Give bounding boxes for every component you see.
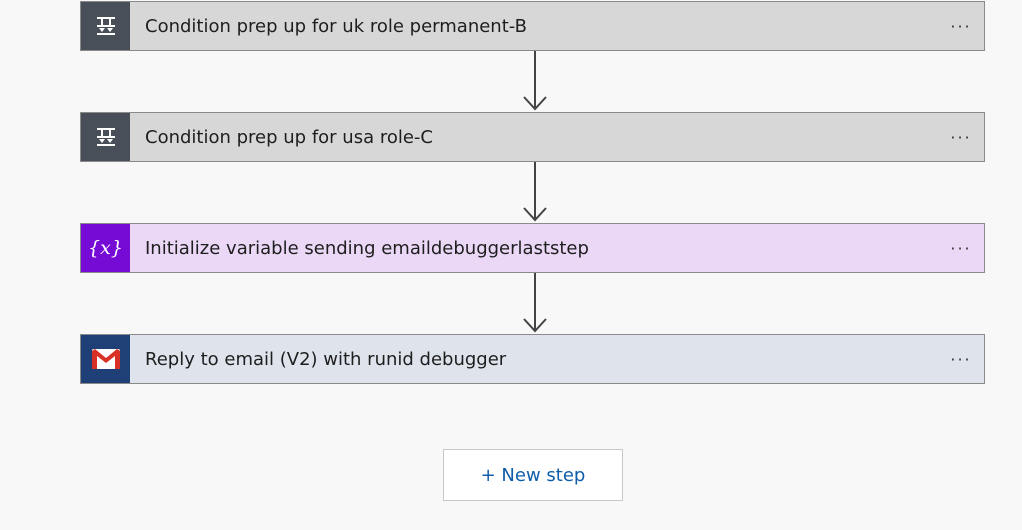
more-options-button[interactable]: ··· [950,349,972,369]
more-options-button[interactable]: ··· [950,16,972,36]
more-options-button[interactable]: ··· [950,238,972,258]
connector-arrow [523,162,547,222]
step-card-initialize-variable[interactable]: {x} Initialize variable sending emaildeb… [80,223,985,273]
variable-icon: {x} [81,224,130,272]
step-card-condition-usa[interactable]: Condition prep up for usa role-C ··· [80,112,985,162]
step-title: Initialize variable sending emaildebugge… [145,237,589,259]
condition-icon [81,2,130,50]
step-card-reply-email[interactable]: Reply to email (V2) with runid debugger … [80,334,985,384]
new-step-button[interactable]: + New step [443,449,623,501]
connector-arrow [523,273,547,333]
step-title: Reply to email (V2) with runid debugger [145,348,507,370]
step-title: Condition prep up for usa role-C [145,126,433,148]
gmail-icon [81,335,130,383]
connector-arrow [523,51,547,111]
step-card-condition-uk[interactable]: Condition prep up for uk role permanent-… [80,1,985,51]
more-options-button[interactable]: ··· [950,127,972,147]
condition-icon [81,113,130,161]
step-title: Condition prep up for uk role permanent-… [145,15,527,37]
